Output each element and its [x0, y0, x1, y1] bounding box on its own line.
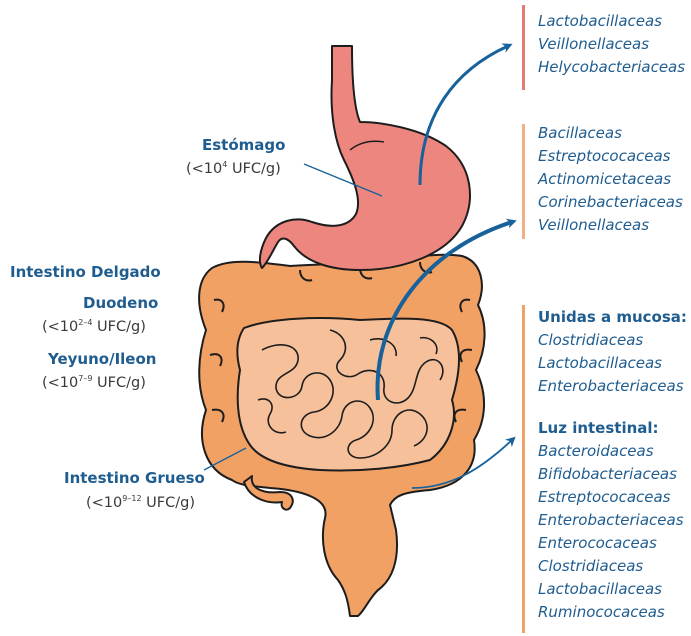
- family-item: Enterococaceas: [538, 532, 687, 555]
- family-item: Lactobacillaceas: [538, 352, 687, 375]
- small-intestine-shape: [237, 318, 459, 470]
- family-item: Veillonellaceas: [538, 214, 683, 237]
- family-item: Estreptococaceas: [538, 486, 687, 509]
- family-item: Veillonellaceas: [538, 33, 685, 56]
- stomach-shape: [260, 46, 470, 270]
- family-item: Estreptococaceas: [538, 145, 683, 168]
- large-intestine-families: Unidas a mucosa: Clostridiaceas Lactobac…: [538, 306, 687, 624]
- family-item: Lactobacillaceas: [538, 578, 687, 601]
- family-item: Clostridiaceas: [538, 555, 687, 578]
- stomach-label: Estómago: [202, 138, 285, 153]
- large-intestine-concentration: (<109–12 UFC/g): [86, 496, 195, 511]
- large-intestine-label: Intestino Grueso: [64, 471, 205, 486]
- mucosa-heading: Unidas a mucosa:: [538, 306, 687, 329]
- family-item: Clostridiaceas: [538, 329, 687, 352]
- family-item: Bifidobacteriaceas: [538, 463, 687, 486]
- jejunum-ileum-label: Yeyuno/Ileon: [48, 352, 156, 367]
- duodenum-concentration: (<102–4 UFC/g): [42, 320, 146, 335]
- small-intestine-label: Intestino Delgado: [10, 265, 161, 280]
- stomach-families: Lactobacillaceas Veillonellaceas Helycob…: [538, 10, 685, 79]
- family-item: Bacteroidaceas: [538, 440, 687, 463]
- family-item: Actinomicetaceas: [538, 168, 683, 191]
- duodenum-label: Duodeno: [83, 296, 158, 311]
- family-item: Bacillaceas: [538, 122, 683, 145]
- family-item: Lactobacillaceas: [538, 10, 685, 33]
- lumen-heading: Luz intestinal:: [538, 417, 687, 440]
- stomach-group-bar: [522, 5, 525, 90]
- jejunum-ileum-concentration: (<107–9 UFC/g): [42, 376, 146, 391]
- family-item: Corinebacteriaceas: [538, 191, 683, 214]
- large-intestine-group-bar: [522, 305, 525, 633]
- family-item: Enterobacteriaceas: [538, 375, 687, 398]
- family-item: Helycobacteriaceas: [538, 56, 685, 79]
- stomach-concentration: (<104 UFC/g): [186, 162, 281, 177]
- small-intestine-group-bar: [522, 124, 525, 239]
- small-intestine-families: Bacillaceas Estreptococaceas Actinomicet…: [538, 122, 683, 237]
- family-item: Ruminococaceas: [538, 601, 687, 624]
- family-item: Enterobacteriaceas: [538, 509, 687, 532]
